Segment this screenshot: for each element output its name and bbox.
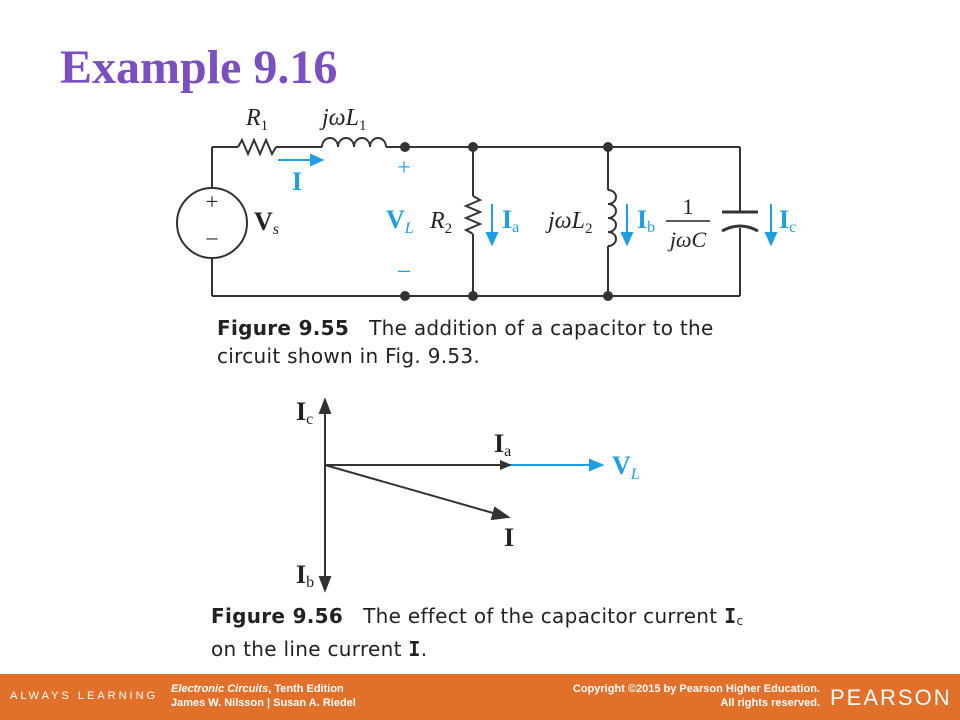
footer-book-info: Electronic Circuits, Tenth Edition James… (171, 683, 356, 709)
node-top-terminal (400, 142, 410, 152)
symbol-i: I (408, 637, 421, 661)
phasor-i-label: I (504, 523, 514, 552)
phasor-ic-label: I (296, 397, 306, 426)
svg-text:R2: R2 (429, 208, 452, 237)
svg-text:Ib: Ib (296, 560, 314, 591)
figure-9-56-caption: Figure 9.56 The effect of the capacitor … (211, 604, 744, 661)
svg-text:VL: VL (386, 205, 414, 237)
l2-label: jωL (545, 208, 585, 234)
figure-9-55-caption: Figure 9.55 The addition of a capacitor … (217, 314, 777, 370)
ic-label: I (779, 205, 789, 234)
ib-label: I (637, 205, 647, 234)
ia-label: I (502, 205, 512, 234)
svg-text:Ia: Ia (502, 205, 519, 236)
ib-phasor-arrow (318, 576, 332, 593)
ia-phasor-arrow (500, 460, 512, 470)
vl-minus: – (397, 257, 411, 283)
vl-label: V (386, 205, 405, 234)
svg-text:Ib: Ib (637, 205, 655, 236)
node-top-r2 (468, 142, 478, 152)
node-bottom-l2 (603, 291, 613, 301)
c-denominator: jωC (667, 227, 707, 252)
svg-text:jωL1: jωL1 (319, 105, 366, 134)
vl-phasor-arrow (589, 458, 605, 472)
phasor-ia-label: I (494, 429, 504, 458)
current-ic-arrow (764, 232, 778, 247)
voltage-source (176, 187, 248, 259)
figure-text: The addition of a capacitor to the circu… (217, 316, 714, 368)
resistor-r2 (463, 195, 483, 235)
phasor-vl-label: V (612, 451, 631, 480)
node-bottom-terminal (400, 291, 410, 301)
figure-number: Figure 9.55 (217, 316, 350, 340)
l1-label: jωL (319, 105, 359, 131)
resistor-r1 (237, 137, 277, 157)
current-i-arrow (310, 153, 325, 167)
inductor-l2 (607, 189, 617, 247)
r1-label: R (245, 105, 261, 131)
source-minus: – (206, 224, 219, 249)
source-label: V (254, 207, 273, 236)
svg-text:Ic: Ic (296, 397, 313, 428)
node-bottom-r2 (468, 291, 478, 301)
symbol-ic: I (724, 604, 737, 628)
r2-label: R (429, 208, 445, 234)
svg-text:Vs: Vs (254, 207, 279, 238)
vl-plus: + (397, 155, 411, 181)
current-ib-arrow (620, 232, 634, 247)
circuit-diagram: + – Vs R1 jωL1 I + VL – R2 Ia jωL2 Ib 1 … (176, 105, 796, 301)
footer-copyright: Copyright ©2015 by Pearson Higher Educat… (572, 683, 820, 709)
pearson-logo: PEARSON (830, 685, 952, 710)
svg-text:VL: VL (612, 451, 640, 483)
slide-title: Example 9.16 (60, 41, 338, 94)
svg-text:Ic: Ic (779, 205, 796, 236)
inductor-l1 (321, 137, 387, 148)
current-i-label: I (292, 167, 302, 196)
svg-text:jωL2: jωL2 (545, 208, 592, 237)
ic-phasor-arrow (318, 397, 332, 414)
capacitor (721, 224, 759, 233)
source-plus: + (206, 189, 218, 214)
phasor-ib-label: I (296, 560, 306, 589)
figure-number: Figure 9.56 (211, 604, 344, 628)
phasor-diagram: Ic Ia VL I Ib (296, 397, 640, 593)
node-top-l2 (603, 142, 613, 152)
current-ia-arrow (485, 232, 499, 247)
c-numerator: 1 (683, 194, 694, 219)
footer-tagline: ALWAYS LEARNING (10, 690, 159, 702)
footer-bar: ALWAYS LEARNING Electronic Circuits, Ten… (0, 674, 960, 720)
svg-text:Ia: Ia (494, 429, 511, 460)
i-phasor-arrow (490, 506, 511, 521)
svg-text:R1: R1 (245, 105, 268, 134)
